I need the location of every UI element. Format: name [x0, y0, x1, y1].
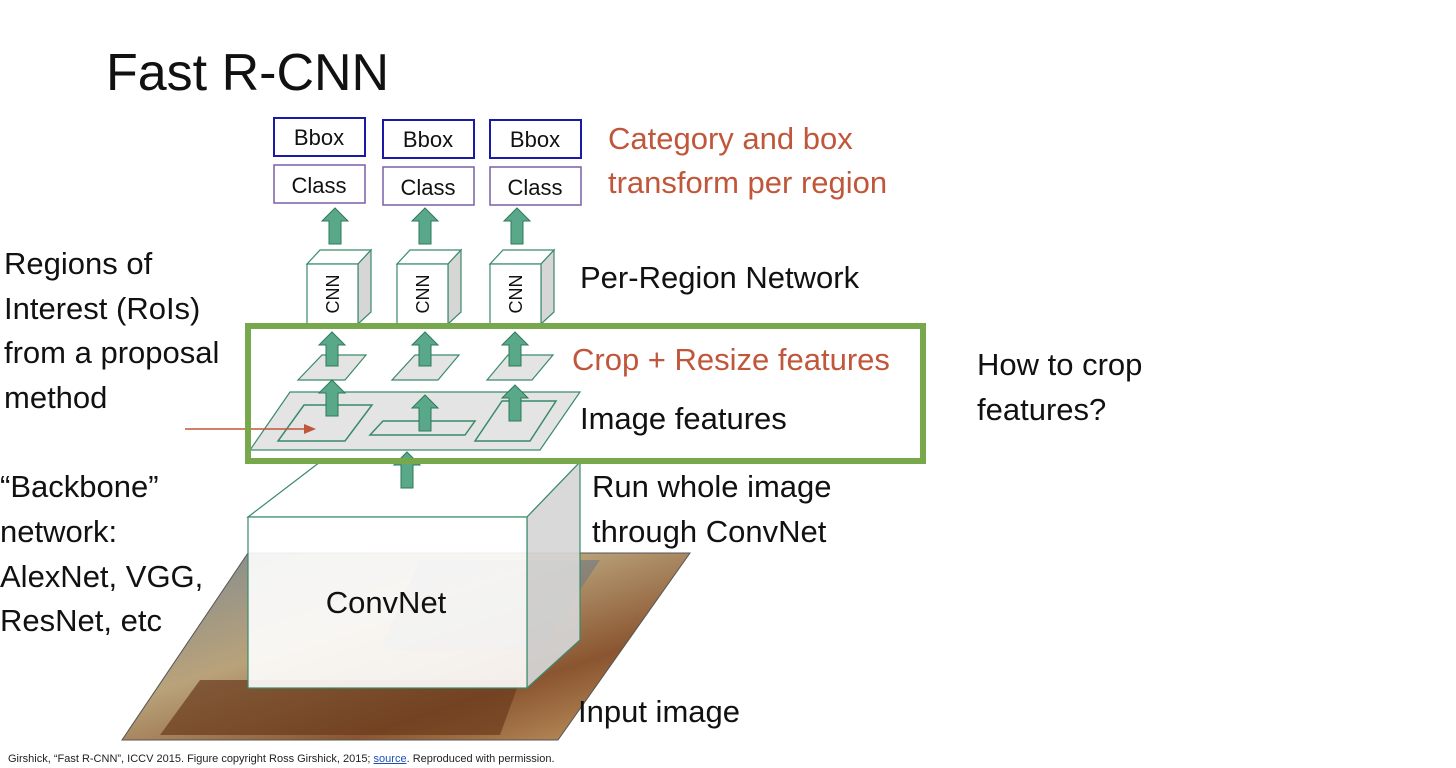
cnn-label: CNN: [506, 275, 526, 314]
citation-text: Girshick, “Fast R-CNN”, ICCV 2015. Figur…: [8, 753, 374, 765]
run-convnet-label-line1: Run whole image: [592, 469, 832, 504]
rois-label-line4: method: [4, 380, 108, 415]
up-arrow-icon: [410, 207, 440, 245]
cnn-block: CNN: [488, 248, 556, 326]
bbox-label: Bbox: [403, 127, 453, 152]
outputs-label-line2: transform per region: [608, 165, 888, 200]
up-arrow-icon: [410, 331, 440, 367]
per-region-network-label: Per-Region Network: [580, 260, 860, 295]
bbox-box: [489, 119, 582, 159]
convnet-label: ConvNet: [326, 585, 447, 620]
up-arrow-icon: [317, 331, 347, 367]
bbox-label: Bbox: [294, 125, 344, 150]
cnn-block: CNN: [395, 248, 463, 326]
image-features-label: Image features: [580, 401, 787, 436]
up-arrow-icon: [500, 331, 530, 367]
cnn-block: CNN: [305, 248, 373, 326]
crop-highlight-frame: [245, 323, 926, 464]
bbox-box: [273, 117, 366, 157]
class-box: [273, 164, 366, 204]
bbox-label: Bbox: [510, 127, 560, 152]
cnn-label: CNN: [413, 275, 433, 314]
class-box: [489, 166, 582, 206]
up-arrow-icon: [410, 394, 440, 432]
backbone-label-line2: network:: [0, 514, 118, 549]
bbox-box: [382, 119, 475, 159]
class-box: [382, 166, 475, 206]
backbone-label-line3: AlexNet, VGG,: [0, 559, 204, 594]
cnn-label: CNN: [323, 275, 343, 314]
crop-resize-label: Crop + Resize features: [572, 342, 890, 377]
up-arrow-icon: [317, 379, 347, 417]
footer-citation: Girshick, “Fast R-CNN”, ICCV 2015. Figur…: [8, 752, 555, 766]
class-label: Class: [291, 173, 346, 198]
rois-label-line2: Interest (RoIs): [4, 291, 201, 326]
input-image-label: Input image: [578, 694, 740, 729]
question-line2: features?: [977, 392, 1107, 427]
up-arrow-icon: [500, 384, 530, 422]
backbone-label-line1: “Backbone”: [0, 469, 159, 504]
convnet-block: ConvNet: [246, 460, 582, 690]
slide-title: Fast R-CNN: [106, 44, 390, 102]
flow-arrows: [317, 207, 532, 489]
source-link[interactable]: source: [373, 753, 407, 765]
rois-label-line3: from a proposal: [4, 335, 220, 370]
up-arrow-icon: [320, 207, 350, 245]
output-heads: Bbox Class Bbox Class Bbox Class: [273, 117, 582, 206]
image-feature-map: [248, 391, 582, 451]
up-arrow-icon: [502, 207, 532, 245]
roi-box: [473, 400, 558, 442]
class-label: Class: [400, 175, 455, 200]
roi-box: [368, 420, 477, 436]
cropped-features: [296, 354, 555, 381]
run-convnet-label-line2: through ConvNet: [592, 514, 827, 549]
backbone-label-line4: ResNet, etc: [0, 603, 162, 638]
class-label: Class: [507, 175, 562, 200]
citation-suffix: . Reproduced with permission.: [406, 753, 555, 765]
rois-label-line1: Regions of: [4, 246, 153, 281]
per-region-cnns: CNN CNN CNN: [305, 248, 556, 326]
outputs-label-line1: Category and box: [608, 121, 853, 156]
question-line1: How to crop: [977, 347, 1143, 382]
